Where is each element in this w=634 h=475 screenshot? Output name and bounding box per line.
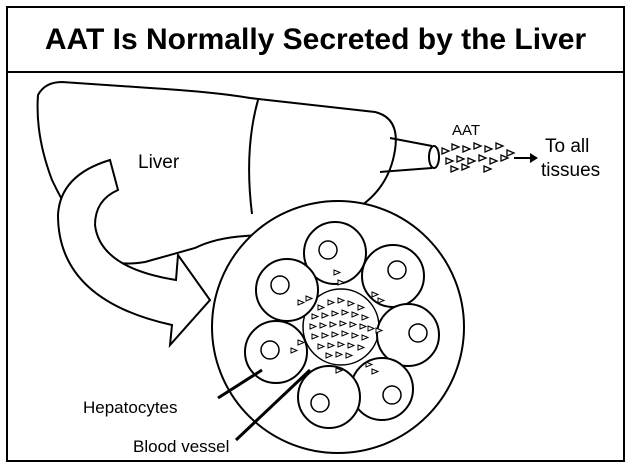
blood-vessel-label: Blood vessel — [133, 437, 229, 456]
aat-molecules-exiting — [442, 143, 514, 172]
hepatocyte — [298, 366, 360, 428]
to-tissues-arrowhead — [530, 153, 538, 163]
hepatocyte — [377, 304, 439, 366]
vessel-opening — [429, 146, 439, 168]
hepatocytes-label: Hepatocytes — [83, 398, 178, 417]
hepatocyte — [351, 358, 413, 420]
liver-label: Liver — [138, 152, 180, 173]
tissues-label: tissues — [541, 160, 600, 181]
aat-label: AAT — [452, 122, 480, 139]
to-all-label: To all — [545, 136, 589, 157]
